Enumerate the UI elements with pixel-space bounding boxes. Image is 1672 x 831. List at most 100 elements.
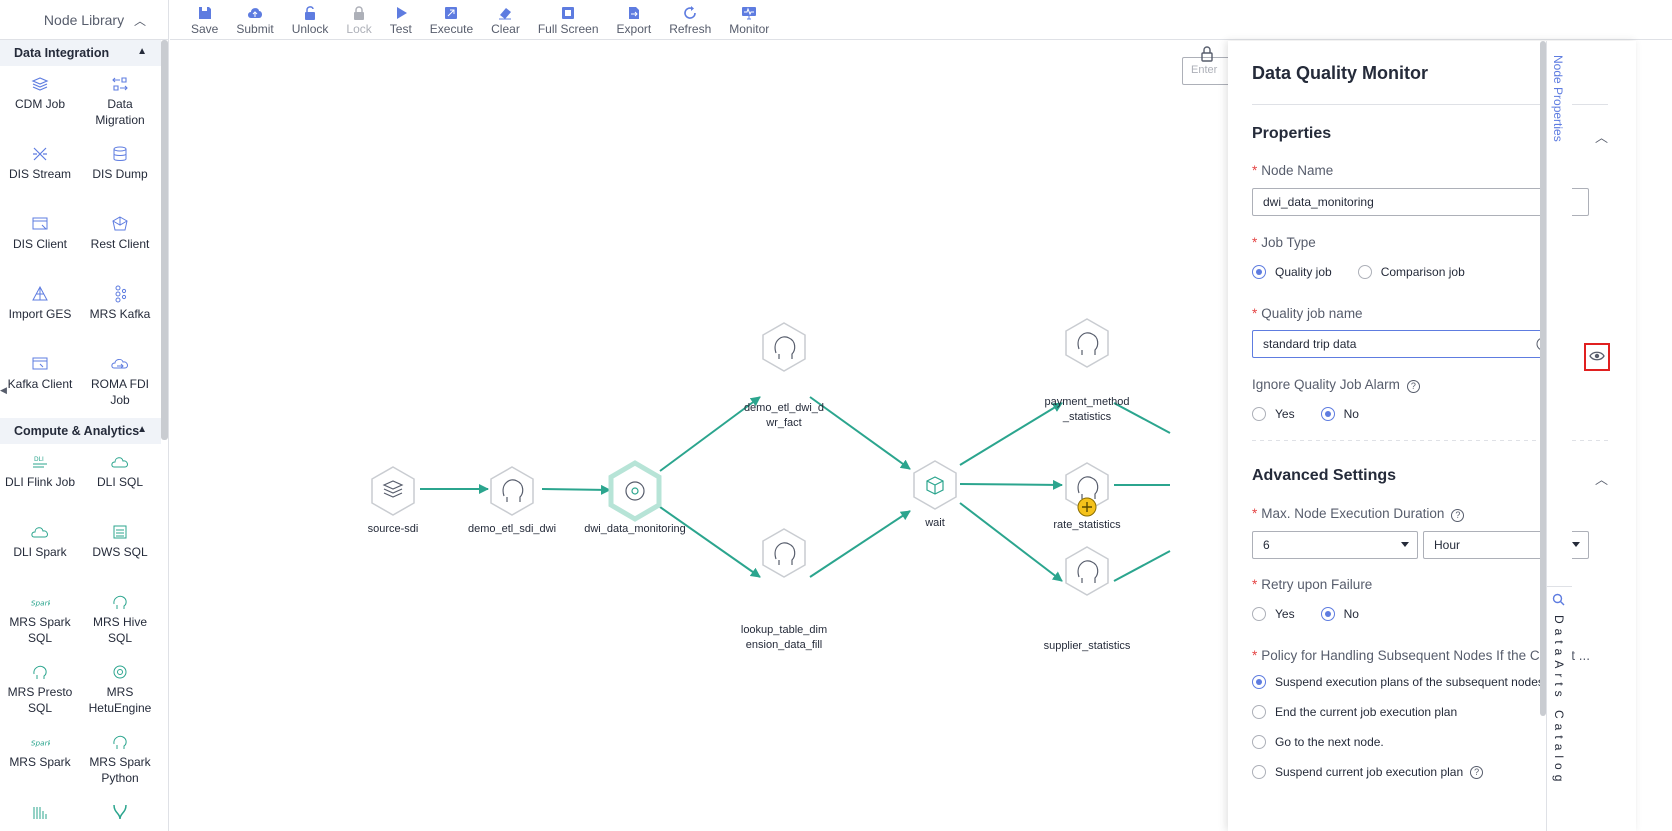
radio-unselected[interactable] — [1252, 607, 1266, 621]
execute-button[interactable]: Execute — [421, 0, 482, 36]
collapse-left-icon[interactable]: ◀ — [0, 384, 7, 395]
library-item-data-migration[interactable]: Data Migration — [80, 66, 160, 136]
collapse-library-icon[interactable]: ︿ — [133, 14, 146, 28]
retry-label: *Retry upon Failure — [1252, 577, 1373, 592]
node-library-header[interactable]: Node Library ︿ — [0, 0, 168, 40]
radio-unselected[interactable] — [1252, 407, 1266, 421]
library-item-cdm-job[interactable]: CDM Job — [0, 66, 80, 136]
tab-dataarts-catalog[interactable]: DataArts Catalog — [1546, 586, 1572, 831]
library-item-rest-client[interactable]: Rest Client — [80, 206, 160, 276]
unlock-icon — [302, 5, 318, 20]
job-type-comparison-radio[interactable]: Comparison job — [1357, 265, 1465, 279]
tab-node-properties[interactable]: Node Properties — [1551, 55, 1565, 142]
submit-button[interactable]: Submit — [227, 0, 282, 36]
full-screen-button[interactable]: Full Screen — [529, 0, 608, 36]
library-item-import-ges[interactable]: Import GES — [0, 276, 80, 346]
max-duration-select[interactable]: 6 — [1252, 531, 1418, 559]
edge-wait-to-supplier — [959, 502, 1063, 582]
library-item-dli-flink-job[interactable]: DLI DLI Flink Job — [0, 444, 80, 514]
workflow-canvas[interactable]: source-sdi demo_etl_sdi_dwi dwi_data_mon… — [170, 41, 1228, 831]
radio-selected[interactable] — [1320, 407, 1335, 421]
radio-unselected[interactable] — [1252, 705, 1266, 719]
library-item-mrs-hive-sql[interactable]: MRS Hive SQL — [80, 584, 160, 654]
policy-option-suspend-current[interactable]: Suspend current job execution plan? — [1252, 765, 1484, 779]
library-item-dws-sql[interactable]: DWS SQL — [80, 514, 160, 584]
library-item-mrs-presto-sql[interactable]: MRS Presto SQL — [0, 654, 80, 724]
library-item-mrs-spark-sql[interactable]: Spark MRS Spark SQL — [0, 584, 80, 654]
library-item-mrs-hetuengine[interactable]: MRS HetuEngine — [80, 654, 160, 724]
radio-unselected[interactable] — [1252, 735, 1266, 749]
library-item-roma-fdi-job[interactable]: ROMA FDI Job — [80, 346, 160, 416]
max-duration-label: *Max. Node Execution Duration? — [1252, 506, 1465, 522]
ignore-alarm-no-radio[interactable]: No — [1320, 407, 1359, 421]
node-label-rate-statistics[interactable]: rate_statistics — [1053, 519, 1121, 531]
node-name-input[interactable]: dwi_data_monitoring — [1252, 188, 1589, 216]
node-label-source-sdi[interactable]: source-sdi — [367, 523, 419, 535]
library-item-more-1[interactable] — [0, 794, 80, 824]
retry-no-radio[interactable]: No — [1320, 607, 1359, 621]
unlock-button[interactable]: Unlock — [283, 0, 338, 36]
presto-icon — [30, 664, 50, 680]
test-button[interactable]: Test — [381, 0, 421, 36]
policy-label: *Policy for Handling Subsequent Nodes If… — [1252, 648, 1590, 663]
cdm-job-icon — [30, 76, 50, 92]
edge-sdi-to-monitoring — [541, 484, 611, 495]
library-item-mrs-spark-python[interactable]: MRS Spark Python — [80, 724, 160, 794]
quality-job-name-input[interactable]: standard trip data — [1252, 330, 1557, 358]
help-icon[interactable]: ? — [1406, 379, 1420, 393]
refresh-button[interactable]: Refresh — [660, 0, 720, 36]
node-label-payment-method-statistics[interactable]: payment_method_statistics — [1044, 396, 1130, 423]
help-icon[interactable]: ? — [1470, 765, 1484, 779]
collapse-advanced-icon[interactable]: ︿ — [1594, 472, 1608, 487]
radio-unselected[interactable] — [1357, 265, 1372, 279]
node-label-dwi-data-monitoring[interactable]: dwi_data_monitoring — [584, 523, 686, 535]
policy-option-end-plan[interactable]: End the current job execution plan — [1252, 705, 1457, 719]
policy-option-next-node[interactable]: Go to the next node. — [1252, 735, 1384, 749]
panel-scrollbar[interactable] — [1540, 41, 1546, 716]
help-icon[interactable]: ? — [1451, 508, 1465, 522]
library-scrollbar[interactable] — [161, 40, 168, 440]
properties-section-title: Properties — [1252, 125, 1332, 142]
library-item-dis-client[interactable]: DIS Client — [0, 206, 80, 276]
library-item-more-2[interactable] — [80, 794, 160, 824]
retry-yes-radio[interactable]: Yes — [1252, 607, 1295, 621]
node-label-demo-etl-dwi-dwr-fact[interactable]: demo_etl_dwi_dwr_fact — [743, 402, 825, 429]
view-quality-job-button[interactable] — [1584, 343, 1610, 371]
edge-monitoring-to-fact — [659, 396, 761, 472]
library-item-kafka-client[interactable]: Kafka Client — [0, 346, 80, 416]
radio-unselected[interactable] — [1252, 765, 1266, 779]
library-item-dli-spark[interactable]: DLI Spark — [0, 514, 80, 584]
node-label-lookup-table[interactable]: lookup_table_dimension_data_fill — [740, 624, 828, 651]
library-item-mrs-kafka[interactable]: MRS Kafka — [80, 276, 160, 346]
radio-selected[interactable] — [1252, 265, 1266, 279]
library-item-dis-dump[interactable]: DIS Dump — [80, 136, 160, 206]
category-compute-analytics[interactable]: Compute & Analytics ▲ — [0, 418, 161, 444]
library-item-mrs-spark[interactable]: Spark MRS Spark — [0, 724, 80, 794]
node-label-supplier-statistics[interactable]: supplier_statistics — [1043, 640, 1131, 652]
clear-button[interactable]: Clear — [482, 0, 529, 36]
radio-selected[interactable] — [1252, 675, 1266, 689]
category-label: Compute & Analytics — [14, 424, 140, 438]
category-data-integration[interactable]: Data Integration ▲ — [0, 40, 161, 66]
svg-text:Spark: Spark — [31, 739, 50, 748]
edge-fact-to-wait — [809, 396, 911, 470]
radio-selected[interactable] — [1320, 607, 1335, 621]
ignore-alarm-yes-radio[interactable]: Yes — [1252, 407, 1295, 421]
spark-icon: Spark — [30, 594, 50, 610]
policy-option-suspend-subsequent[interactable]: Suspend execution plans of the subsequen… — [1252, 675, 1544, 689]
monitor-button[interactable]: Monitor — [720, 0, 778, 36]
save-button[interactable]: Save — [182, 0, 227, 36]
library-item-dli-sql[interactable]: DLI SQL — [80, 444, 160, 514]
node-name-label: *Node Name — [1252, 163, 1334, 178]
canvas-search-input[interactable]: Enter — [1182, 57, 1228, 85]
dli-flink-icon: DLI — [30, 454, 50, 470]
export-button[interactable]: Export — [608, 0, 661, 36]
dis-stream-icon — [30, 146, 50, 162]
node-label-demo-etl-sdi-dwi[interactable]: demo_etl_sdi_dwi — [467, 523, 557, 535]
job-type-quality-radio[interactable]: Quality job — [1252, 265, 1332, 279]
lock-button[interactable]: Lock — [337, 0, 380, 36]
library-item-dis-stream[interactable]: DIS Stream — [0, 136, 80, 206]
node-label-wait[interactable]: wait — [925, 517, 945, 529]
collapse-properties-icon[interactable]: ︿ — [1594, 130, 1608, 145]
job-type-radio-group: Quality job Comparison job — [1252, 265, 1491, 279]
